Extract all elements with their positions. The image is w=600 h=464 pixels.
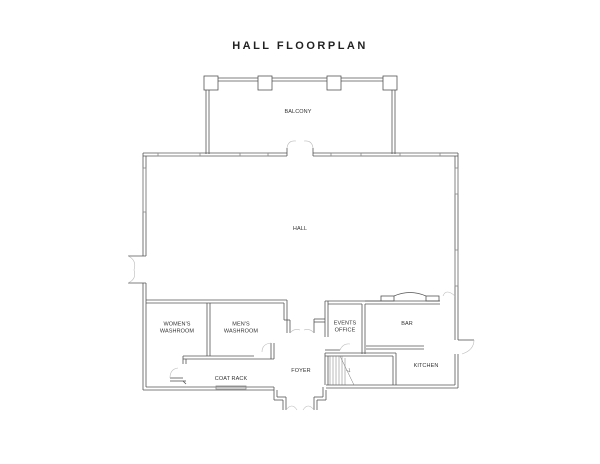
room-label-coat-rack: COAT RACK [214,375,248,382]
room-label-events-line2: OFFICE [334,327,356,333]
page-title: HALL FLOORPLAN [232,40,368,52]
room-label-womens-washroom: WOMEN'S WASHROOM [160,322,194,335]
room-label-foyer: FOYER [291,367,311,374]
room-label-womens-line1: WOMEN'S [163,321,191,328]
room-label-mens-washroom: MEN'S WASHROOM [224,322,258,335]
room-label-bar: BAR [401,320,413,327]
room-label-kitchen: KITCHEN [413,362,439,369]
room-label-womens-line2: WASHROOM [159,328,195,334]
room-label-hall: HALL [292,225,308,232]
room-label-mens-line1: MEN'S [232,321,250,328]
room-label-events-line1: EVENTS [333,320,357,327]
room-label-events-office: EVENTS OFFICE [334,321,357,334]
room-label-balcony: BALCONY [284,108,312,115]
room-label-mens-line2: WASHROOM [223,328,259,334]
balcony-pillars [203,75,398,91]
